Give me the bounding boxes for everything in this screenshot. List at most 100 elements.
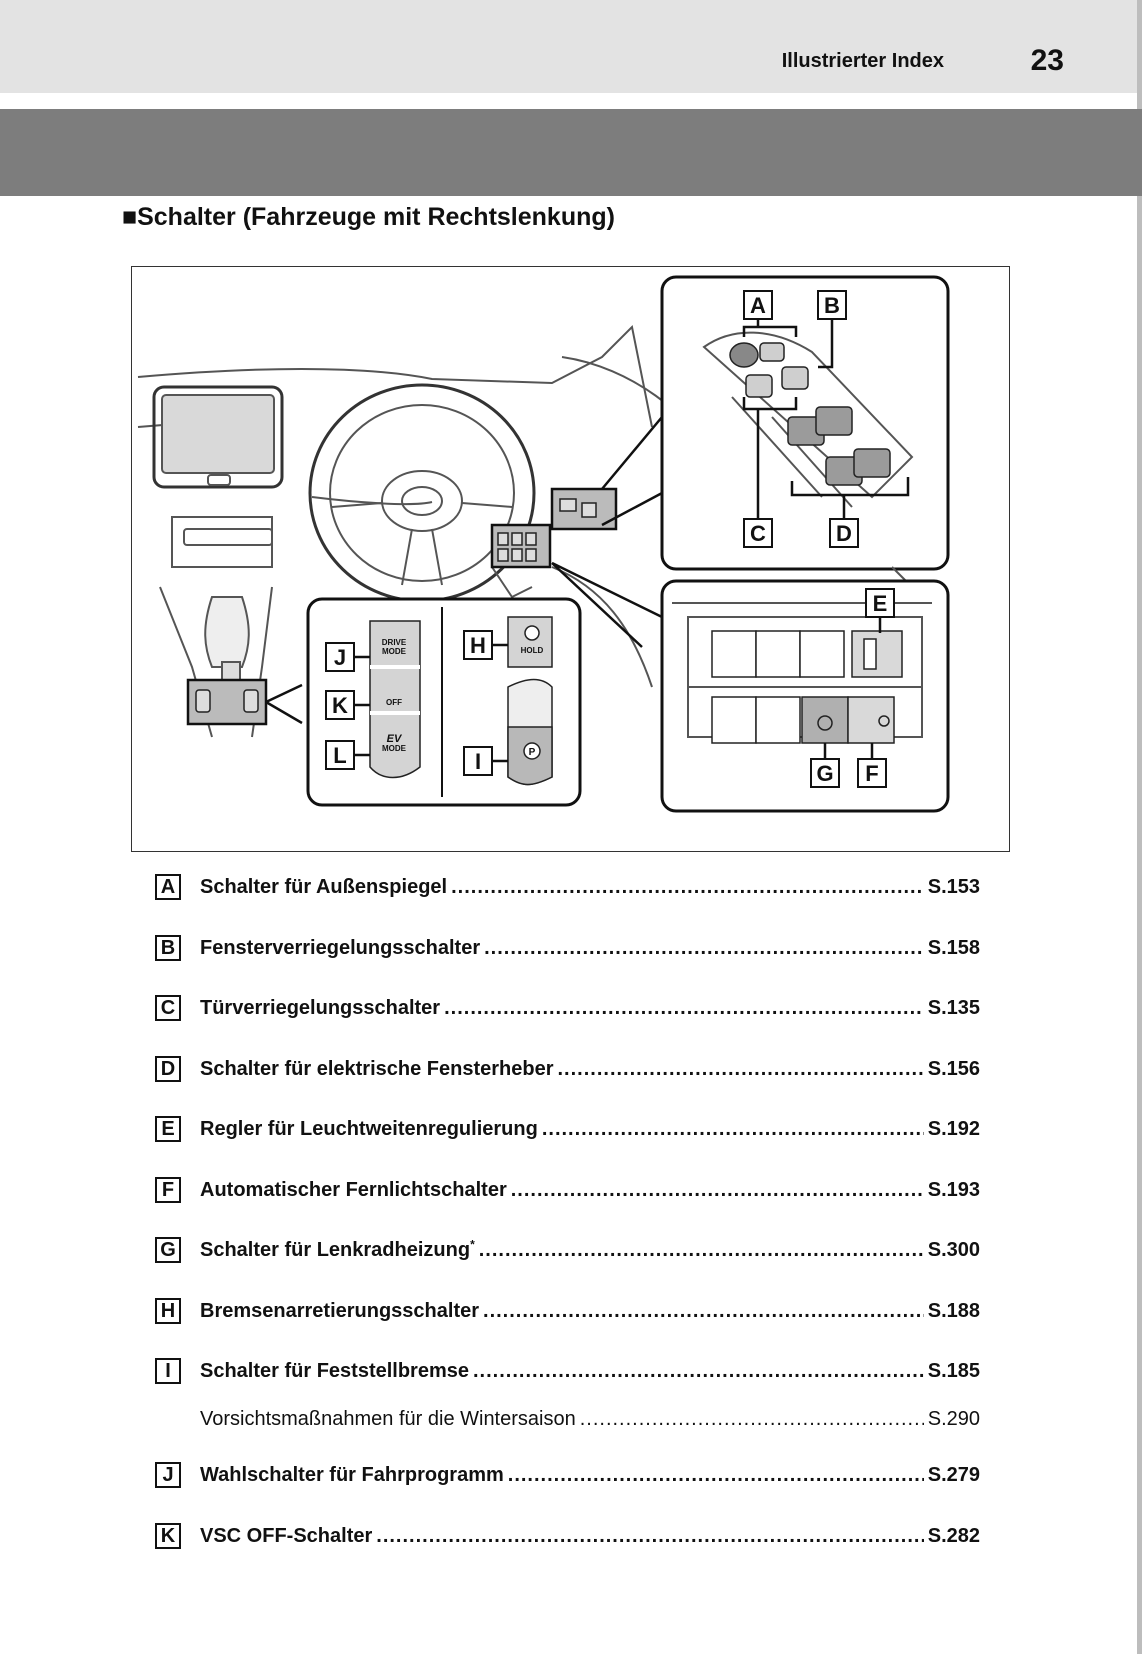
- callout-i: I: [463, 746, 493, 776]
- page-number: 23: [1030, 44, 1064, 77]
- callout-h: H: [463, 630, 493, 660]
- callout-e: E: [865, 588, 895, 618]
- svg-text:B: B: [824, 293, 840, 318]
- switch-index-list: A Schalter für Außenspiegel S.153 B Fenst…: [155, 870, 980, 1579]
- page-reference[interactable]: S.185: [927, 1360, 980, 1382]
- leader-dots: [508, 1464, 924, 1487]
- index-row-i-sub: Vorsichtsmaßnahmen für die Wintersaison S…: [155, 1408, 980, 1458]
- index-letter: I: [155, 1358, 181, 1384]
- svg-text:F: F: [865, 761, 878, 786]
- svg-text:D: D: [836, 521, 852, 546]
- index-row-g: G Schalter für Lenkradheizung* S.300: [155, 1233, 980, 1294]
- svg-text:C: C: [750, 521, 766, 546]
- page-edge-tab: [1137, 0, 1142, 1654]
- leader-dots: [444, 997, 924, 1020]
- leader-dots: [473, 1360, 924, 1383]
- index-row-a: A Schalter für Außenspiegel S.153: [155, 870, 980, 931]
- index-label: Schalter für Lenkradheizung: [200, 1239, 471, 1261]
- callout-d: D: [829, 518, 859, 548]
- index-label: Türverriegelungsschalter: [200, 997, 441, 1019]
- svg-text:A: A: [750, 293, 766, 318]
- leader-dots: [376, 1525, 923, 1548]
- drive-mode-label-1: DRIVE: [382, 638, 407, 647]
- callout-k: K: [325, 690, 355, 720]
- index-label: Fensterverriegelungsschalter: [200, 936, 481, 959]
- index-label: VSC OFF-Schalter: [200, 1524, 373, 1547]
- dashboard-drawing: DRIVE MODE OFF EV MODE HOLD P A B C D E …: [137, 275, 950, 813]
- leader-dots: [557, 1058, 923, 1081]
- index-letter: E: [155, 1116, 181, 1142]
- leader-dots: [511, 1179, 924, 1202]
- callout-l: L: [325, 740, 355, 770]
- callout-f: F: [857, 758, 887, 788]
- index-row-k: K VSC OFF-Schalter S.282: [155, 1519, 980, 1580]
- index-label: Schalter für Feststellbremse: [200, 1360, 469, 1382]
- index-row-i: I Schalter für Feststellbremse S.185: [155, 1354, 980, 1412]
- page-reference[interactable]: S.153: [927, 876, 980, 898]
- svg-text:G: G: [816, 761, 833, 786]
- drive-mode-label-2: MODE: [382, 647, 407, 656]
- page-reference[interactable]: S.193: [927, 1178, 980, 1201]
- index-letter: G: [155, 1237, 181, 1263]
- svg-text:J: J: [334, 645, 346, 670]
- ev-mode-label: MODE: [382, 744, 407, 753]
- index-letter: B: [155, 934, 181, 961]
- svg-text:E: E: [873, 591, 888, 616]
- index-letter: F: [155, 1176, 181, 1203]
- index-letter: C: [155, 995, 181, 1021]
- page-reference[interactable]: S.300: [927, 1239, 980, 1261]
- svg-text:I: I: [475, 749, 481, 774]
- ev-label: EV: [387, 733, 403, 745]
- index-row-c: C Türverriegelungsschalter S.135: [155, 991, 980, 1052]
- index-row-j: J Wahlschalter für Fahrprogramm S.279: [155, 1458, 980, 1519]
- page-reference[interactable]: S.188: [927, 1299, 980, 1322]
- hold-label: HOLD: [521, 646, 544, 655]
- page-reference[interactable]: S.279: [927, 1464, 980, 1486]
- leader-dots: [451, 876, 924, 899]
- index-label: Schalter für elektrische Fensterheber: [200, 1057, 554, 1080]
- page-reference[interactable]: S.192: [927, 1118, 980, 1140]
- index-row-e: E Regler für Leuchtweitenregulierung S.19…: [155, 1112, 980, 1173]
- index-letter: D: [155, 1055, 181, 1082]
- leader-dots: [479, 1239, 924, 1262]
- svg-text:H: H: [470, 633, 486, 658]
- index-letter: H: [155, 1297, 181, 1324]
- page-reference[interactable]: S.158: [927, 936, 980, 959]
- section-title: Illustrierter Index: [781, 50, 944, 72]
- header-bar: [0, 0, 1142, 93]
- svg-text:K: K: [332, 693, 348, 718]
- page-reference[interactable]: S.290: [927, 1408, 980, 1430]
- vsc-off-label: OFF: [386, 698, 402, 707]
- index-label: Automatischer Fernlichtschalter: [200, 1178, 507, 1201]
- page-reference[interactable]: S.282: [927, 1524, 980, 1547]
- index-label: Bremsenarretierungsschalter: [200, 1299, 480, 1322]
- index-row-d: D Schalter für elektrische Fensterheber S…: [155, 1052, 980, 1113]
- page-reference[interactable]: S.135: [927, 997, 980, 1019]
- leader-dots: [484, 937, 924, 960]
- parking-label: P: [529, 747, 536, 758]
- callout-g: G: [810, 758, 840, 788]
- callout-c: C: [743, 518, 773, 548]
- index-label: Regler für Leuchtweitenregulierung: [200, 1118, 538, 1140]
- index-letter: J: [155, 1462, 181, 1488]
- leader-dots: [483, 1300, 924, 1323]
- leader-dots: [542, 1118, 924, 1141]
- callout-a: A: [743, 290, 773, 320]
- svg-text:L: L: [333, 743, 346, 768]
- chapter-band: [0, 109, 1142, 196]
- callout-j: J: [325, 642, 355, 672]
- index-label: Wahlschalter für Fahrprogramm: [200, 1464, 504, 1486]
- index-row-b: B Fensterverriegelungsschalter S.158: [155, 931, 980, 992]
- index-label: Schalter für Außenspiegel: [200, 876, 448, 898]
- footnote-marker: *: [470, 1237, 475, 1252]
- switch-illustration: DRIVE MODE OFF EV MODE HOLD P A B C D E …: [131, 266, 1010, 852]
- page-heading: ■Schalter (Fahrzeuge mit Rechtslenkung): [122, 203, 615, 231]
- leader-dots: [580, 1408, 924, 1431]
- index-letter: K: [155, 1522, 181, 1549]
- index-row-f: F Automatischer Fernlichtschalter S.193: [155, 1173, 980, 1234]
- callout-b: B: [817, 290, 847, 320]
- page-reference[interactable]: S.156: [927, 1057, 980, 1080]
- index-label: Vorsichtsmaßnahmen für die Wintersaison: [200, 1408, 576, 1430]
- index-letter: A: [155, 874, 181, 900]
- index-row-h: H Bremsenarretierungsschalter S.188: [155, 1294, 980, 1355]
